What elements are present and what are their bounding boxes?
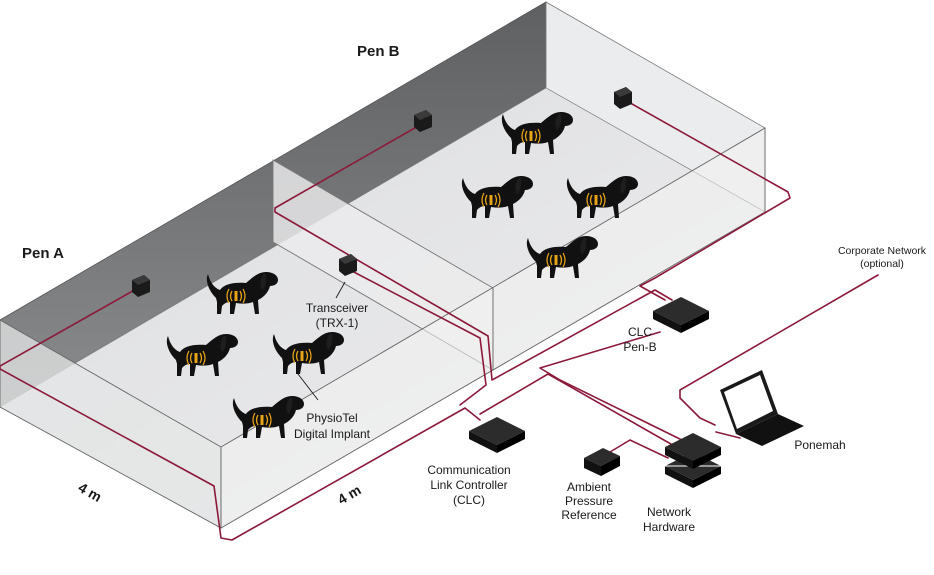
implant-label-line1: PhysioTel	[306, 411, 357, 425]
ambient-label-line1: Ambient	[567, 480, 612, 494]
clc-pen-b-device	[653, 297, 709, 333]
transceiver-label-line2: (TRX-1)	[316, 316, 359, 330]
corporate-network-label-line1: Corporate Network	[838, 245, 927, 257]
cable-pen-b-trx-left	[274, 124, 673, 381]
dimension-pen-width-b: 4 m	[335, 482, 364, 508]
implant-leader-line	[297, 373, 319, 401]
clc-device-icon	[469, 417, 525, 453]
ambient-label-line3: Reference	[561, 508, 617, 522]
cable-clcb-network	[539, 331, 691, 445]
clc-device-icon	[653, 297, 709, 333]
cable-network-laptop	[715, 431, 741, 439]
clc-device	[469, 417, 525, 453]
cable-clc-network	[479, 373, 686, 453]
ponemah-label: Ponemah	[794, 438, 845, 452]
cable-ambient-network	[609, 439, 669, 459]
clc-label-line3: (CLC)	[453, 493, 485, 507]
corporate-network-label-line2: (optional)	[860, 258, 904, 270]
network-label-line2: Hardware	[643, 520, 695, 534]
clc-pen-b-label-line2: Pen-B	[623, 340, 656, 354]
cables	[0, 99, 879, 541]
laptop	[720, 370, 804, 446]
clc-label-line2: Link Controller	[430, 478, 507, 492]
transceiver-leader-line	[335, 281, 346, 299]
network-label-line1: Network	[647, 505, 692, 519]
ambient-label-line2: Pressure	[565, 494, 613, 508]
implant-label-line2: Digital Implant	[294, 427, 371, 441]
ambient-pressure-device	[584, 448, 620, 476]
dimension-pen-width-a: 4 m	[76, 479, 105, 505]
cable-corporate	[679, 274, 879, 426]
network-hardware-device	[665, 433, 721, 488]
pen-a-label: Pen A	[22, 245, 64, 262]
cable-pen-b-trx-right	[624, 99, 791, 301]
transceiver-label-line1: Transceiver	[306, 301, 368, 315]
cable-pen-a-trx-left	[0, 287, 481, 541]
clc-label-line1: Communication	[427, 463, 510, 477]
cable-pen-a-trx-right	[349, 269, 487, 406]
clc-pen-b-label-line1: CLC	[628, 325, 652, 339]
pen-b-label: Pen B	[357, 43, 400, 60]
